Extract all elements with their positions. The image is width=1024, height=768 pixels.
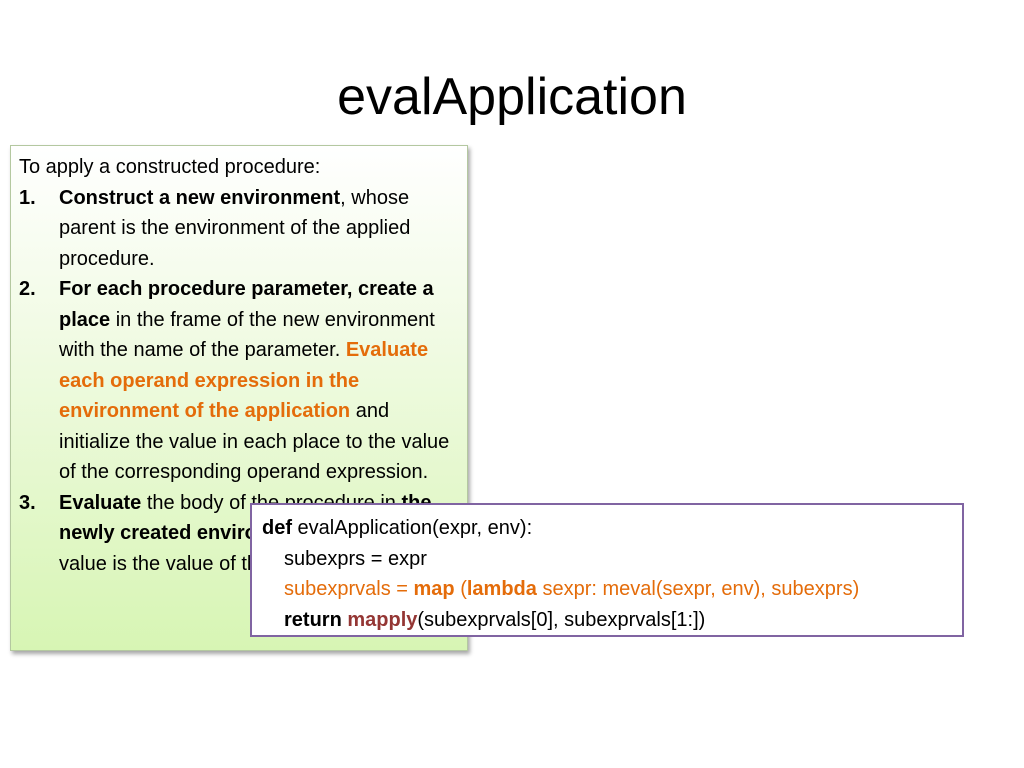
keyword-lambda: lambda [466, 578, 537, 600]
code-paren: ( [454, 578, 467, 600]
step-3-bold-1: Evaluate [59, 491, 142, 514]
code-line-return: return mapply(subexprvals[0], subexprval… [262, 605, 952, 636]
code-subexprvals-post: sexpr: meval(sexpr, env), subexprs) [536, 578, 860, 600]
function-mapply: mapply [347, 608, 418, 631]
step-number: 3. [19, 491, 36, 514]
slide-title: evalApplication [337, 68, 687, 126]
code-mapply-args: (subexprvals[0], subexprvals[1:]) [417, 608, 706, 631]
step-2-orange-highlight: Evaluate each operand expression in the … [59, 339, 429, 422]
step-2-bold: For each procedure parameter, create a p… [59, 278, 434, 331]
code-signature: evalApplication(expr, env): [292, 517, 533, 539]
step-number: 2. [19, 278, 36, 300]
code-line-subexprs: subexprs = expr [262, 544, 952, 575]
code-subexprs: subexprs = expr [284, 547, 427, 570]
code-subexprvals-pre: subexprvals = [284, 578, 414, 600]
explanation-box: To apply a constructed procedure: 1. Cons… [10, 145, 468, 651]
code-line-subexprvals: subexprvals = map (lambda sexpr: meval(s… [262, 574, 952, 605]
step-1: 1. Construct a new environment, whose par… [19, 183, 455, 275]
step-2-text-1: in the frame of the new environment with… [59, 308, 435, 362]
step-2: 2. For each procedure parameter, create a… [19, 274, 455, 488]
code-box: def evalApplication(expr, env): subexprs… [250, 503, 964, 637]
step-1-text: , whose parent is the environment of the… [59, 186, 411, 270]
keyword-map: map [413, 578, 455, 600]
keyword-return: return [284, 608, 342, 631]
step-1-bold: Construct a new environment [59, 186, 341, 209]
intro-text: To apply a constructed procedure: [19, 156, 321, 178]
keyword-def: def [262, 517, 292, 539]
step-number: 1. [19, 186, 36, 209]
step-2-text-2: and initialize the value in each place t… [59, 400, 450, 483]
code-line-def: def evalApplication(expr, env): [262, 513, 952, 544]
